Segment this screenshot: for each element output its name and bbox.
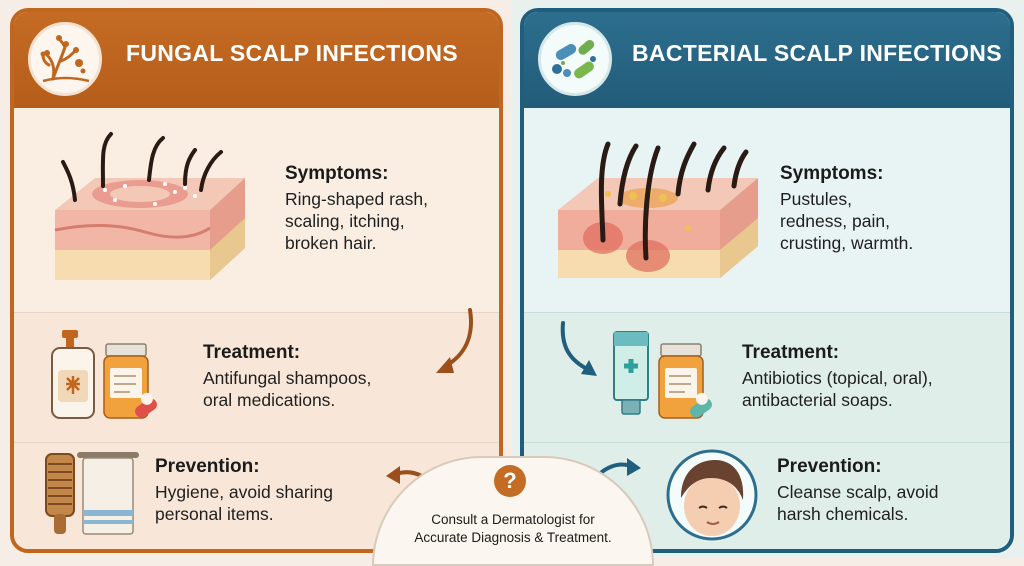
bacterial-header: BACTERIAL SCALP INFECTIONS	[524, 12, 1010, 108]
fungal-prevention-line: Hygiene, avoid sharing	[155, 482, 334, 502]
bacteria-icon	[538, 22, 612, 96]
bacterial-title: BACTERIAL SCALP INFECTIONS	[632, 40, 1002, 66]
bacterial-prevention-line: harsh chemicals.	[777, 504, 909, 524]
bacterial-treatment-line: Antibiotics (topical, oral),	[742, 368, 933, 388]
ointment-tube-icon	[613, 331, 649, 415]
pill-bottle-icon	[658, 343, 712, 419]
fungal-prevention-line: personal items.	[155, 504, 274, 524]
fungal-symptoms-text: Ring-shaped rash, scaling, itching, brok…	[285, 188, 428, 254]
fungal-symptoms-label: Symptoms:	[285, 163, 389, 184]
fungal-symptoms-line: scaling, itching,	[285, 211, 405, 231]
bacterial-prevention-label: Prevention:	[777, 456, 882, 477]
skin-cross-section-icon	[558, 141, 758, 278]
bacterial-symptoms-line: crusting, warmth.	[780, 233, 914, 253]
fungal-treatment-line: Antifungal shampoos,	[203, 368, 372, 388]
towel-icon	[77, 452, 139, 535]
fungal-treatment-text: Antifungal shampoos, oral medications.	[203, 367, 371, 411]
bacterial-symptoms-line: redness, pain,	[780, 211, 890, 231]
pill-bottle-icon	[103, 343, 157, 419]
bacterial-symptoms-text: Pustules, redness, pain, crusting, warmt…	[780, 188, 913, 254]
fungal-treatment-label: Treatment:	[203, 342, 301, 363]
bacterial-treatment-label: Treatment:	[742, 342, 840, 363]
fungal-prevention-text: Hygiene, avoid sharing personal items.	[155, 481, 333, 525]
fungal-treatment-line: oral medications.	[203, 390, 336, 410]
consult-line: Consult a Dermatologist for	[431, 512, 595, 527]
bacterial-symptoms-line: Pustules,	[780, 189, 852, 209]
arrow-curved-down-left-icon	[436, 308, 473, 373]
fungal-prevention-label: Prevention:	[155, 456, 260, 477]
fungal-separator-1	[14, 312, 499, 313]
shampoo-bottle-icon	[51, 330, 95, 419]
fungal-separator-2	[14, 442, 499, 443]
comb-icon	[45, 453, 75, 534]
arrow-curved-down-right-icon	[560, 321, 597, 376]
fungal-title: FUNGAL SCALP INFECTIONS	[126, 40, 458, 66]
skin-cross-section-icon	[54, 132, 245, 280]
fungal-header: FUNGAL SCALP INFECTIONS	[14, 12, 499, 108]
fungal-symptoms-line: broken hair.	[285, 233, 377, 253]
consult-line: Accurate Diagnosis & Treatment.	[414, 530, 612, 545]
question-icon: ?	[494, 465, 526, 497]
fungus-icon	[28, 22, 102, 96]
bacterial-separator-1	[524, 312, 1010, 313]
bacterial-separator-2	[524, 442, 1010, 443]
fungal-symptoms-line: Ring-shaped rash,	[285, 189, 428, 209]
consult-text: Consult a Dermatologist for Accurate Dia…	[372, 511, 654, 547]
bacterial-prevention-text: Cleanse scalp, avoid harsh chemicals.	[777, 481, 938, 525]
bacterial-symptoms-label: Symptoms:	[780, 163, 884, 184]
face-icon	[666, 449, 758, 541]
bacterial-panel: BACTERIAL SCALP INFECTIONS	[520, 8, 1014, 553]
bacterial-treatment-line: antibacterial soaps.	[742, 390, 893, 410]
bacterial-treatment-text: Antibiotics (topical, oral), antibacteri…	[742, 367, 933, 411]
bacterial-prevention-line: Cleanse scalp, avoid	[777, 482, 939, 502]
